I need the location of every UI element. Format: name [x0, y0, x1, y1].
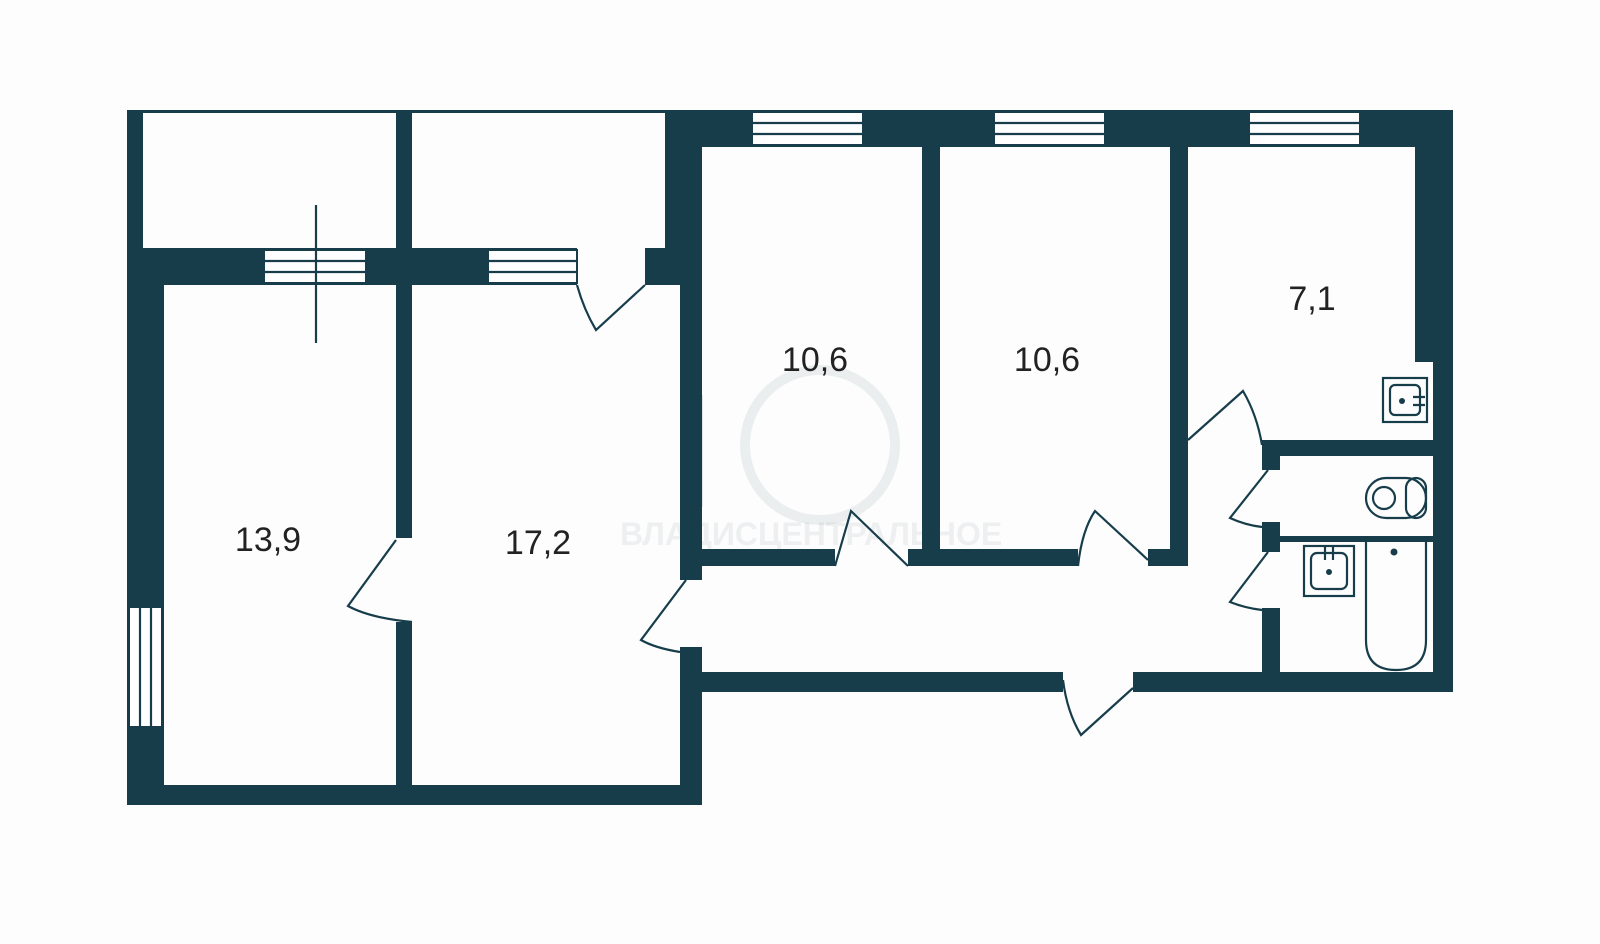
door — [575, 284, 646, 332]
door — [1187, 389, 1264, 446]
room-labels: 13,9 17,2 10,6 10,6 7,1 — [235, 280, 1336, 562]
walls — [127, 110, 1453, 805]
room-area-label: 17,2 — [505, 524, 571, 562]
window — [128, 606, 163, 728]
doors — [346, 284, 1269, 737]
fixtures — [1302, 376, 1429, 672]
room-area-label: 13,9 — [235, 521, 301, 559]
window — [1248, 111, 1361, 146]
door — [1061, 679, 1134, 737]
kitchen-sink-icon — [1381, 376, 1429, 424]
door — [639, 579, 687, 654]
bathroom-sink-icon — [1302, 544, 1356, 598]
door — [1228, 551, 1269, 612]
window — [751, 111, 864, 146]
toilet-icon — [1364, 476, 1428, 520]
door — [346, 539, 413, 624]
window — [487, 249, 578, 284]
door — [1228, 469, 1269, 529]
windows — [128, 111, 1361, 728]
bathtub-icon — [1364, 542, 1428, 672]
door — [1076, 509, 1149, 567]
watermark-logo: ВЛАДИСЦЕНТРАЛЬНОЕ — [620, 365, 1002, 552]
door — [833, 508, 909, 567]
svg-text:ВЛАДИСЦЕНТРАЛЬНОЕ: ВЛАДИСЦЕНТРАЛЬНОЕ — [620, 516, 1002, 552]
room-area-label: 10,6 — [782, 341, 848, 379]
room-area-label: 7,1 — [1288, 280, 1335, 318]
room-area-label: 10,6 — [1014, 341, 1080, 379]
window — [993, 111, 1106, 146]
